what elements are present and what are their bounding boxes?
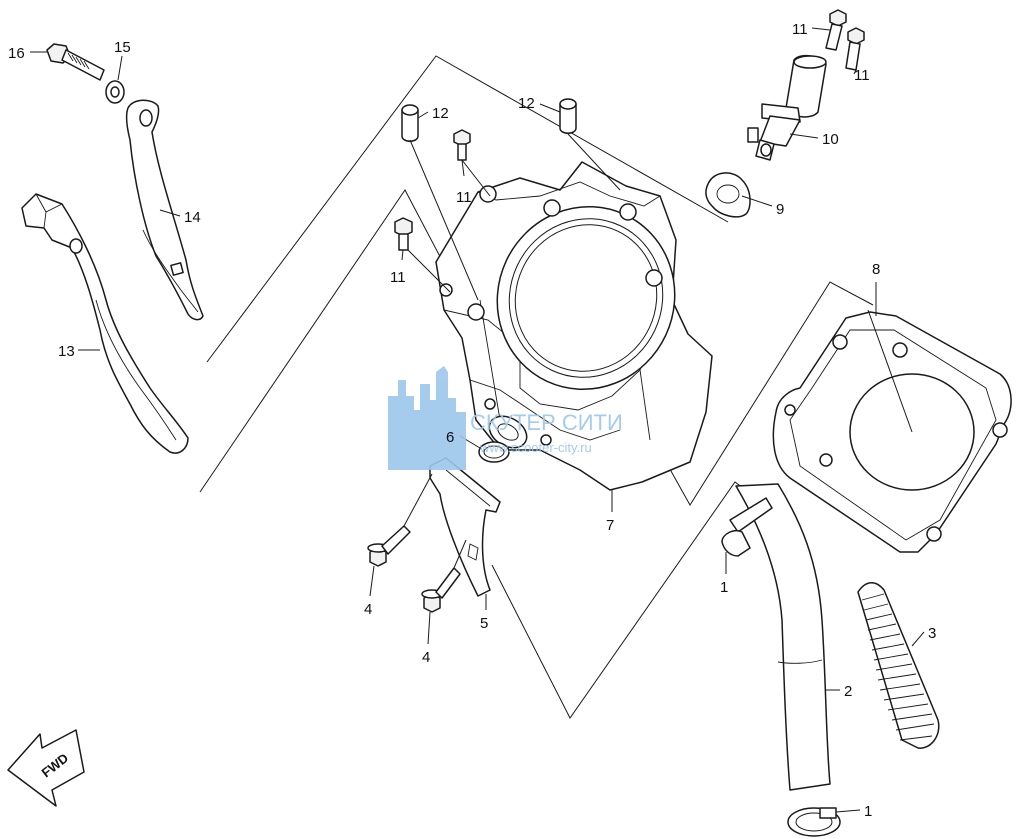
callout-13: 13 <box>58 343 75 360</box>
leader-lines <box>30 27 925 813</box>
clamp-1-lower <box>787 807 841 837</box>
washer-15 <box>105 80 125 104</box>
boundary-bottom <box>491 481 757 719</box>
watermark: СКУТЕР СИТИ www.scooter-city.ru <box>388 366 623 470</box>
head-gasket-8 <box>772 311 1012 553</box>
tensioner-arm-14 <box>125 99 204 321</box>
callout-7: 7 <box>606 517 614 534</box>
callout-12-left: 12 <box>432 105 449 122</box>
callout-9: 9 <box>776 201 784 218</box>
bolt-11-top-b <box>845 27 865 71</box>
flange-bolt-4-b <box>421 567 461 613</box>
cylinder-7 <box>435 161 713 491</box>
watermark-title: СКУТЕР СИТИ <box>470 410 623 435</box>
callout-5: 5 <box>480 615 488 632</box>
callout-11-top-a: 11 <box>792 21 808 38</box>
hose-2 <box>729 483 831 791</box>
callout-2: 2 <box>844 683 852 700</box>
callout-1-upper: 1 <box>720 579 728 596</box>
callout-14: 14 <box>184 209 201 226</box>
bolt-16 <box>46 43 105 81</box>
watermark-url: www.scooter-city.ru <box>479 440 592 455</box>
chain-guide-13 <box>21 193 189 454</box>
callout-6: 6 <box>446 429 454 446</box>
callout-8: 8 <box>872 261 880 278</box>
tensioner-10 <box>747 54 827 161</box>
callout-4-b: 4 <box>422 649 430 666</box>
callout-4-a: 4 <box>364 601 372 618</box>
callout-11-top-b: 11 <box>854 67 870 84</box>
bolt-11-left <box>394 217 413 251</box>
callout-10: 10 <box>822 131 839 148</box>
bolt-11-top-a <box>825 9 847 51</box>
intake-pipe-5 <box>429 457 501 597</box>
boundary-left <box>206 55 729 363</box>
fwd-marker: FWD <box>7 729 85 807</box>
dowel-12-right <box>559 98 577 134</box>
callout-11-left: 11 <box>390 269 406 286</box>
spring-cover-3 <box>857 582 940 749</box>
boundary-mid-left <box>199 189 447 493</box>
clamp-1-upper <box>721 530 751 557</box>
o-ring-6 <box>478 441 510 463</box>
bolt-11-mid <box>453 129 471 161</box>
callout-1-lower: 1 <box>864 803 872 820</box>
callout-15: 15 <box>114 39 131 56</box>
flange-bolt-4-a <box>367 525 411 567</box>
city-skyline-icon <box>388 366 466 470</box>
callout-12-right: 12 <box>518 95 535 112</box>
callout-16: 16 <box>8 45 25 62</box>
callout-11-mid: 11 <box>456 189 472 206</box>
gasket-9 <box>705 172 751 218</box>
callouts: 16 15 14 13 12 12 11 11 11 11 10 9 8 7 6… <box>8 21 936 820</box>
callout-3: 3 <box>928 625 936 642</box>
dowel-12-left <box>401 104 419 142</box>
